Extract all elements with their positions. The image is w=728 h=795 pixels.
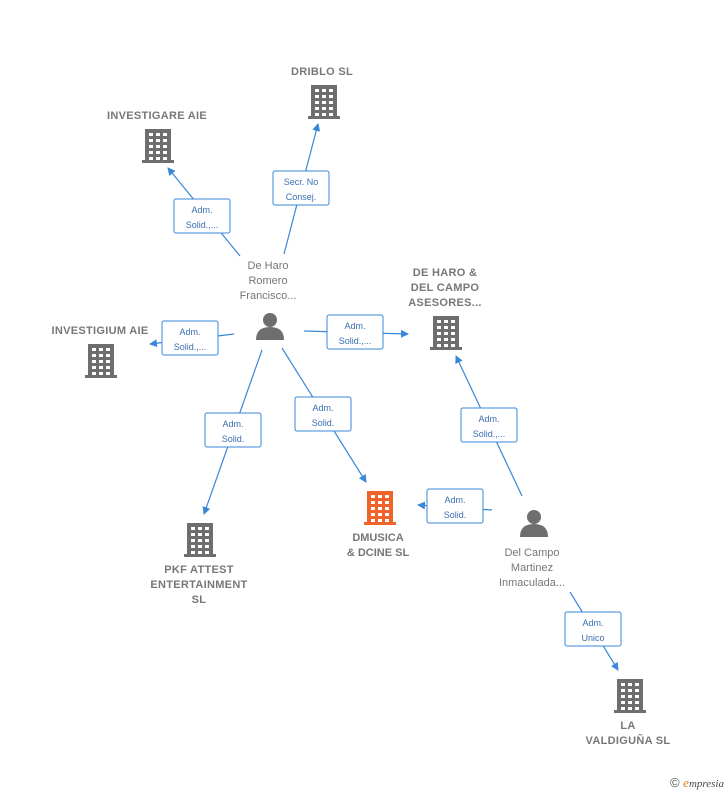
edge-label-box[interactable] (564, 611, 622, 647)
edge-label-box[interactable] (460, 407, 518, 443)
brand-name: mpresia (688, 778, 724, 790)
edge-label-text: Solid. (222, 434, 245, 444)
edge-label-text: Solid. (312, 418, 335, 428)
edge-label-box[interactable] (426, 488, 484, 524)
node-label: Romero (248, 275, 287, 287)
node-valdiguna[interactable]: LA VALDIGUÑA SL (586, 679, 671, 747)
edge-label-box[interactable] (294, 396, 352, 432)
node-deharo_person[interactable]: De HaroRomeroFrancisco... (240, 260, 297, 340)
node-label: DEL CAMPO (411, 282, 480, 294)
node-label: De Haro (248, 260, 289, 272)
building-icon[interactable] (308, 85, 340, 119)
edge-label-text: Adm. (179, 327, 200, 337)
node-label: INVESTIGIUM AIE (52, 325, 149, 337)
edge-label-text: Adm. (478, 414, 499, 424)
node-label: & DCINE SL (347, 547, 410, 559)
node-label: Inmaculada... (499, 577, 565, 589)
nodes-layer: DRIBLO SL INVESTIGARE AIE De HaroRomeroFra… (52, 66, 671, 747)
edge-deharo_person-to-dmusica: Adm. Solid. (281, 347, 367, 483)
node-label: LA (620, 720, 635, 732)
node-label: INVESTIGARE AIE (107, 110, 207, 122)
node-label: DE HARO & (413, 267, 477, 279)
node-label: Del Campo (504, 547, 559, 559)
edge-label-text: Adm. (312, 403, 333, 413)
node-pkf[interactable]: PKF ATTEST ENTERTAINMENT SL (150, 523, 247, 606)
edge-label-text: Unico (581, 633, 604, 643)
building-icon[interactable] (85, 344, 117, 378)
edge-delcampo_person-to-valdiguna: Adm. Unico (564, 591, 622, 671)
edge-label-text: Adm. (222, 419, 243, 429)
brand-initial: e (683, 775, 689, 790)
node-label: VALDIGUÑA SL (586, 734, 671, 747)
node-dmusica[interactable]: DMUSICA & DCINE SL (347, 491, 410, 559)
edge-label-text: Adm. (444, 495, 465, 505)
edge-label-text: Adm. (344, 321, 365, 331)
edge-label-text: Solid.,... (473, 429, 506, 439)
edge-label-box[interactable] (326, 314, 384, 350)
building-icon[interactable] (364, 491, 396, 525)
edge-label-text: Solid.,... (186, 220, 219, 230)
node-label: SL (192, 594, 207, 606)
edge-label-text: Adm. (582, 618, 603, 628)
building-icon[interactable] (614, 679, 646, 713)
node-investigium[interactable]: INVESTIGIUM AIE (52, 325, 149, 378)
edge-deharo_person-to-deharo_asesores: Adm. Solid.,... (303, 314, 409, 350)
edge-delcampo_person-to-deharo_asesores: Adm. Solid.,... (455, 355, 523, 497)
node-label: PKF ATTEST (164, 564, 234, 576)
node-label: Francisco... (240, 290, 297, 302)
edge-delcampo_person-to-dmusica: Adm. Solid. (417, 488, 493, 524)
building-icon[interactable] (184, 523, 216, 557)
node-label: ENTERTAINMENT (150, 579, 247, 591)
edge-label-text: Solid. (444, 510, 467, 520)
edge-deharo_person-to-pkf: Adm. Solid. (202, 349, 263, 515)
node-label: DMUSICA (352, 532, 403, 544)
edge-label-box[interactable] (173, 198, 231, 234)
edge-deharo_person-to-investigium: Adm. Solid.,... (149, 320, 235, 356)
person-icon[interactable] (520, 510, 548, 537)
edge-label-box[interactable] (161, 320, 219, 356)
node-label: Martinez (511, 562, 553, 574)
node-label: DRIBLO SL (291, 66, 353, 78)
node-label: ASESORES... (408, 297, 482, 309)
node-driblo[interactable]: DRIBLO SL (291, 66, 353, 119)
person-icon[interactable] (256, 313, 284, 340)
node-investigare[interactable]: INVESTIGARE AIE (107, 110, 207, 163)
edge-label-text: Solid.,... (174, 342, 207, 352)
node-deharo_asesores[interactable]: DE HARO & DEL CAMPO ASESORES... (408, 267, 482, 350)
edge-label-text: Adm. (191, 205, 212, 215)
building-icon[interactable] (430, 316, 462, 350)
edge-label-text: Consej. (286, 192, 317, 202)
edge-label-text: Solid.,... (339, 336, 372, 346)
edge-deharo_person-to-driblo: Secr. No Consej. (272, 123, 330, 255)
building-icon[interactable] (142, 129, 174, 163)
edge-deharo_person-to-investigare: Adm. Solid.,... (167, 167, 241, 257)
footer-brand: © empresia (670, 775, 724, 791)
edges-layer: Secr. No Consej. Adm. Solid.,... Adm. Solid.,… (149, 123, 622, 671)
edge-label-text: Secr. No (284, 177, 319, 187)
edge-label-box[interactable] (204, 412, 262, 448)
edge-label-box[interactable] (272, 170, 330, 206)
copyright-symbol: © (669, 775, 680, 790)
node-delcampo_person[interactable]: Del CampoMartinezInmaculada... (499, 510, 565, 589)
